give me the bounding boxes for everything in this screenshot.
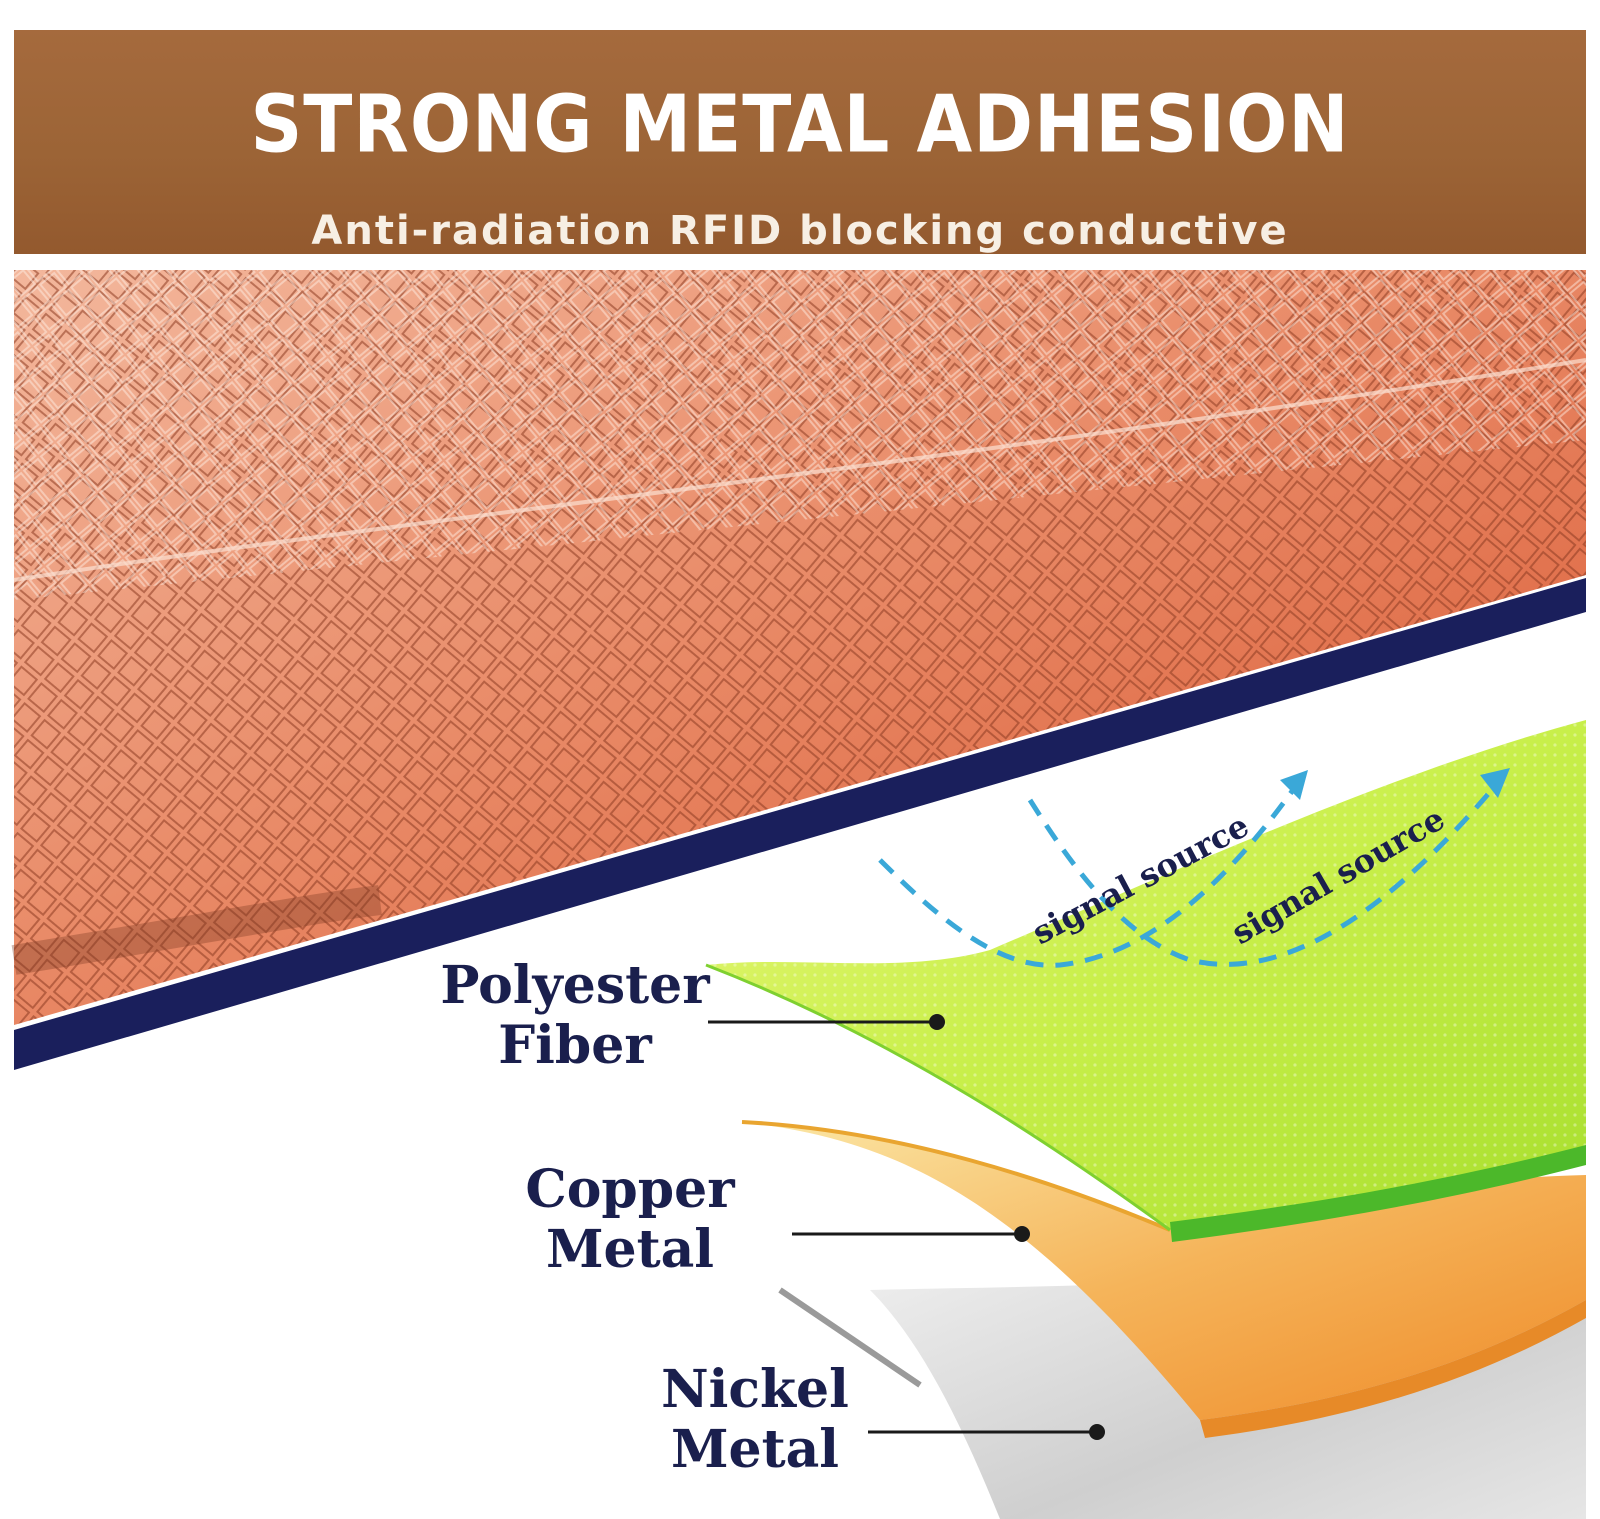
polyester-label: Polyester Fiber	[430, 956, 720, 1076]
nickel-label-line1: Nickel	[661, 1359, 849, 1420]
arrow-up-right-icon	[1280, 770, 1308, 800]
banner-subtitle: Anti-radiation RFID blocking conductive	[311, 208, 1289, 254]
title-banner: STRONG METAL ADHESION Anti-radiation RFI…	[14, 30, 1586, 254]
polyester-marker	[929, 1014, 945, 1030]
copper-label-line2: Metal	[545, 1219, 715, 1280]
mesh-fabric-photo	[11, 270, 1587, 1025]
nickel-label-line2: Metal	[670, 1419, 840, 1480]
leader-lines	[708, 1020, 1095, 1434]
arrow-up-right-icon	[1480, 768, 1510, 798]
polyester-label-line2: Fiber	[498, 1015, 652, 1076]
polyester-layer	[705, 720, 1586, 1242]
nickel-label: Nickel Metal	[640, 1360, 870, 1480]
nickel-marker	[1089, 1424, 1105, 1440]
signal-arrows	[878, 778, 1502, 968]
copper-marker	[1014, 1226, 1030, 1242]
copper-label: Copper Metal	[505, 1160, 755, 1280]
polyester-label-line1: Polyester	[440, 955, 710, 1016]
copper-label-line1: Copper	[525, 1159, 735, 1220]
banner-title: STRONG METAL ADHESION	[250, 77, 1350, 171]
divider-band	[14, 578, 1586, 1070]
